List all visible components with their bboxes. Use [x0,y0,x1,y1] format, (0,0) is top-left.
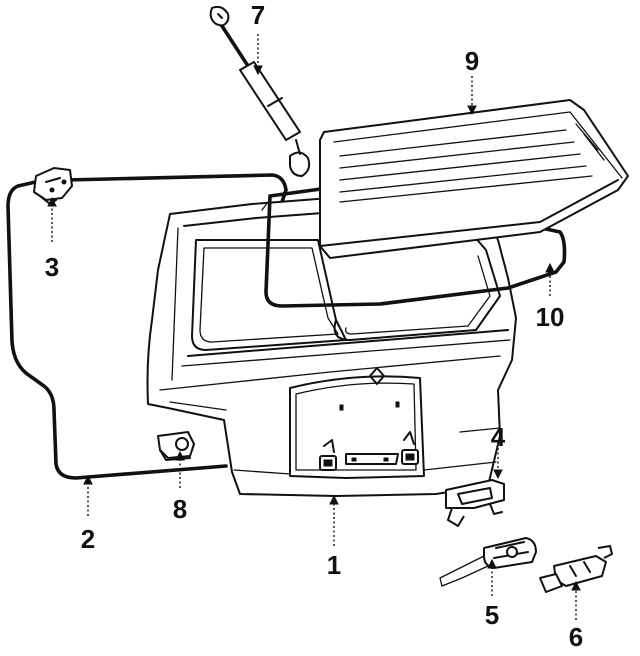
callout-7: 8 [173,494,187,524]
callout-8: 7 [251,0,265,30]
callout-3: 3 [45,252,59,282]
callout-2: 2 [81,524,95,554]
callout-4: 4 [491,422,506,452]
leader-arrowheads [47,65,581,591]
lock [439,537,537,587]
leader-lines [51,34,577,620]
weatherstrip-seal [6,173,288,480]
handle [445,479,505,527]
lower-hinge-bracket [157,431,195,461]
callout-9: 9 [465,46,479,76]
back-glass [319,99,629,259]
striker [539,545,613,593]
callout-5: 5 [485,600,499,630]
callout-1: 1 [327,550,341,580]
callout-6: 6 [569,622,583,652]
gas-strut [209,5,311,177]
hinge [33,167,73,205]
callout-10: 10 [536,302,565,332]
